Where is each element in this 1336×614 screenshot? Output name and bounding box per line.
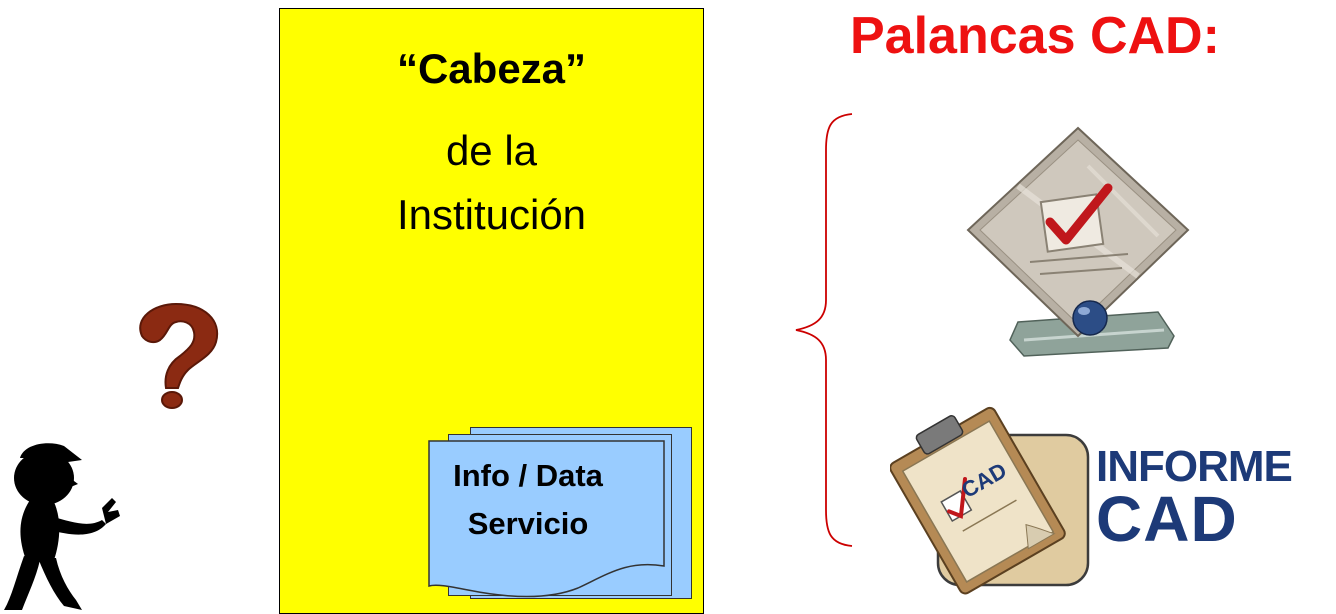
curly-brace xyxy=(795,113,853,547)
informe-label-line2: CAD xyxy=(1096,483,1238,555)
document-label: Info / Data Servicio xyxy=(420,452,636,548)
informe-label-line1: INFORME xyxy=(1096,442,1293,491)
levers-title: Palancas CAD: xyxy=(850,7,1220,65)
clipboard-report-icon: CAD xyxy=(890,406,1090,595)
question-mark-icon xyxy=(139,302,219,409)
thinking-person-icon xyxy=(4,443,120,610)
award-trophy-icon xyxy=(966,126,1190,357)
document-label-line2: Servicio xyxy=(467,506,589,541)
panel-subtitle-line1: de la xyxy=(445,127,538,174)
panel-subtitle-line2: Institución xyxy=(396,191,587,238)
document-label-line1: Info / Data xyxy=(453,458,603,493)
document-sheet-front xyxy=(428,440,665,598)
panel-title: “Cabeza” xyxy=(396,45,587,92)
informe-cad-label: INFORME CAD xyxy=(1096,442,1336,555)
